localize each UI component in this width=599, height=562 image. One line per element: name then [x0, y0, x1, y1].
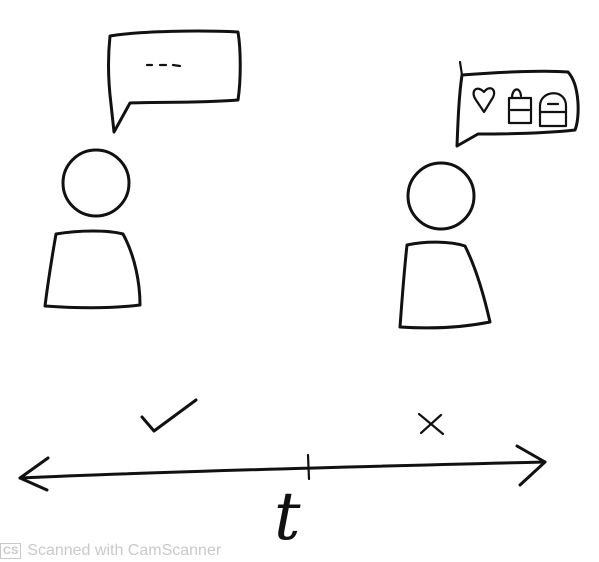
watermark-text: Scanned with CamScanner	[27, 542, 222, 559]
left-speech-bubble	[107, 29, 242, 134]
timeline-label: t	[274, 478, 301, 555]
bag-icon	[507, 88, 533, 125]
heart-icon	[472, 87, 496, 114]
left-person-body	[43, 229, 142, 310]
timeline-midpoint-tick	[306, 453, 311, 481]
cross-mark-icon	[417, 412, 445, 436]
right-person	[398, 161, 492, 330]
lock-icon	[538, 92, 568, 128]
left-person-head	[61, 148, 131, 218]
timeline-right-arrowhead	[515, 444, 547, 487]
camscanner-logo: CS	[0, 543, 22, 559]
left-person	[43, 148, 142, 310]
right-person-head	[406, 161, 476, 231]
ellipsis-icon	[145, 63, 182, 68]
check-mark-icon	[140, 398, 198, 433]
right-person-body	[398, 240, 492, 330]
timeline-left-arrowhead	[18, 456, 50, 492]
scanner-watermark: CS Scanned with CamScanner	[0, 540, 221, 562]
timeline-axis	[18, 444, 547, 492]
right-speech-bubble	[455, 60, 580, 148]
